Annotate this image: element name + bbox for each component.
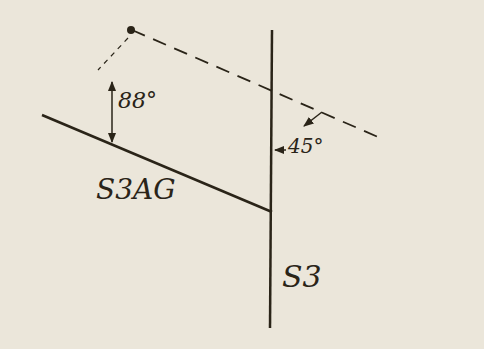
line-s3ag	[42, 115, 272, 212]
dashed-line	[132, 30, 385, 140]
angle-label: 88°	[118, 90, 157, 112]
angle-arrow	[111, 82, 113, 142]
angle-label: 45°	[288, 136, 323, 156]
angle-arrow	[275, 149, 286, 151]
line-name: S3	[282, 262, 322, 292]
point-dot	[127, 26, 135, 34]
angle-arrow	[304, 112, 322, 126]
line-name: S3AG	[96, 176, 176, 204]
line-s3	[270, 30, 272, 328]
extension-line	[98, 38, 128, 70]
